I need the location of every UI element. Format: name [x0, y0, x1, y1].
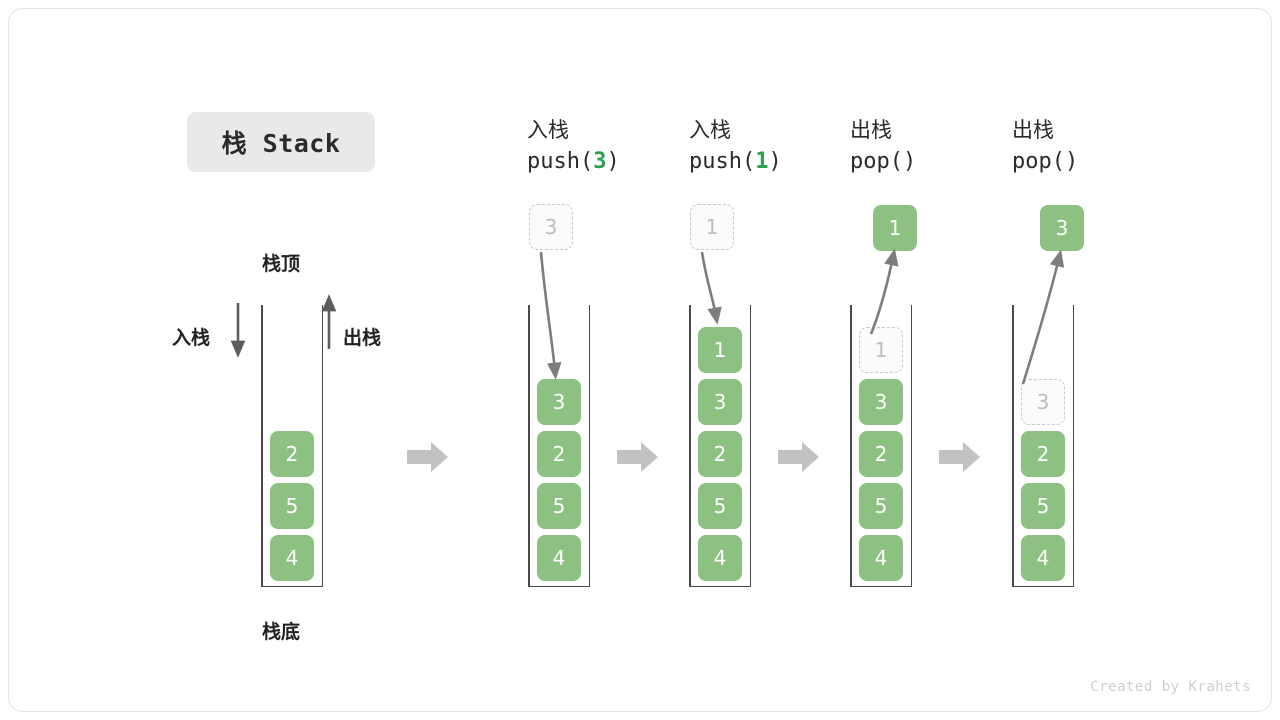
step-header-cn: 入栈	[527, 118, 569, 142]
diagram-card: 栈 Stack 栈顶 栈底 入栈 出栈 入栈 push(3) 入栈 push(1…	[8, 8, 1272, 712]
push-side-label: 入栈	[172, 327, 211, 349]
step-header-pop-1: 出栈 pop()	[850, 115, 1020, 179]
step-header-cn: 出栈	[1012, 118, 1054, 142]
stack-cell: 5	[859, 483, 903, 529]
stack-container-initial: 2 5 4	[261, 305, 323, 587]
stack-wall-right	[321, 305, 323, 587]
stack-floor	[261, 585, 323, 587]
stack-wall-left	[261, 305, 263, 587]
stack-floor	[689, 585, 751, 587]
stack-container-pop-1: 1 3 2 5 4	[850, 305, 912, 587]
stack-floor	[850, 585, 912, 587]
page-title: 栈 Stack	[187, 112, 375, 172]
separator-2-icon	[617, 440, 659, 474]
stack-cell: 5	[1021, 483, 1065, 529]
stack-cell: 4	[698, 535, 742, 581]
stack-wall-left	[1012, 305, 1014, 587]
stack-cell: 2	[698, 431, 742, 477]
stack-cell: 2	[270, 431, 314, 477]
popped-element-pop-3: 3	[1040, 205, 1084, 251]
step-header-push-1: 入栈 push(1)	[689, 115, 859, 179]
stack-wall-left	[850, 305, 852, 587]
stack-wall-left	[528, 305, 530, 587]
pop-side-label: 出栈	[343, 327, 382, 349]
stack-cell: 3	[698, 379, 742, 425]
stack-container-push-1: 1 3 2 5 4	[689, 305, 751, 587]
step-header-cn: 入栈	[689, 118, 731, 142]
stack-floor	[528, 585, 590, 587]
stack-cell: 2	[537, 431, 581, 477]
watermark: Created by Krahets	[1090, 679, 1251, 695]
stack-cell: 3	[537, 379, 581, 425]
step-header-pop-3: 出栈 pop()	[1012, 115, 1182, 179]
stack-cell: 4	[270, 535, 314, 581]
step-header-code: push(1)	[689, 149, 782, 174]
stack-floor	[1012, 585, 1074, 587]
step-header-code: push(3)	[527, 149, 620, 174]
stack-container-push-3: 3 2 5 4	[528, 305, 590, 587]
stack-wall-right	[910, 305, 912, 587]
stack-cell: 5	[270, 483, 314, 529]
stack-cell: 1	[698, 327, 742, 373]
step-header-push-3: 入栈 push(3)	[527, 115, 697, 179]
separator-3-icon	[778, 440, 820, 474]
stack-cell: 5	[537, 483, 581, 529]
stack-bottom-label: 栈底	[262, 621, 301, 643]
stack-top-label: 栈顶	[262, 253, 301, 275]
popped-element-pop-1: 1	[873, 205, 917, 251]
stack-wall-right	[749, 305, 751, 587]
step-header-code: pop()	[850, 149, 917, 174]
stack-cell: 5	[698, 483, 742, 529]
step-header-code: pop()	[1012, 149, 1079, 174]
stack-cell: 2	[1021, 431, 1065, 477]
pending-element-push-3: 3	[529, 204, 573, 250]
stack-cell: 4	[537, 535, 581, 581]
stack-cell-ghost: 3	[1021, 379, 1065, 425]
step-header-cn: 出栈	[850, 118, 892, 142]
diagram-stage: 栈 Stack 栈顶 栈底 入栈 出栈 入栈 push(3) 入栈 push(1…	[9, 9, 1271, 711]
stack-cell: 2	[859, 431, 903, 477]
stack-cell-ghost: 1	[859, 327, 903, 373]
stack-cell: 4	[859, 535, 903, 581]
separator-1-icon	[407, 440, 449, 474]
stack-cell: 4	[1021, 535, 1065, 581]
separator-4-icon	[939, 440, 981, 474]
stack-wall-right	[588, 305, 590, 587]
stack-container-pop-3: 3 2 5 4	[1012, 305, 1074, 587]
stack-cell: 3	[859, 379, 903, 425]
stack-wall-left	[689, 305, 691, 587]
pending-element-push-1: 1	[690, 204, 734, 250]
stack-wall-right	[1072, 305, 1074, 587]
